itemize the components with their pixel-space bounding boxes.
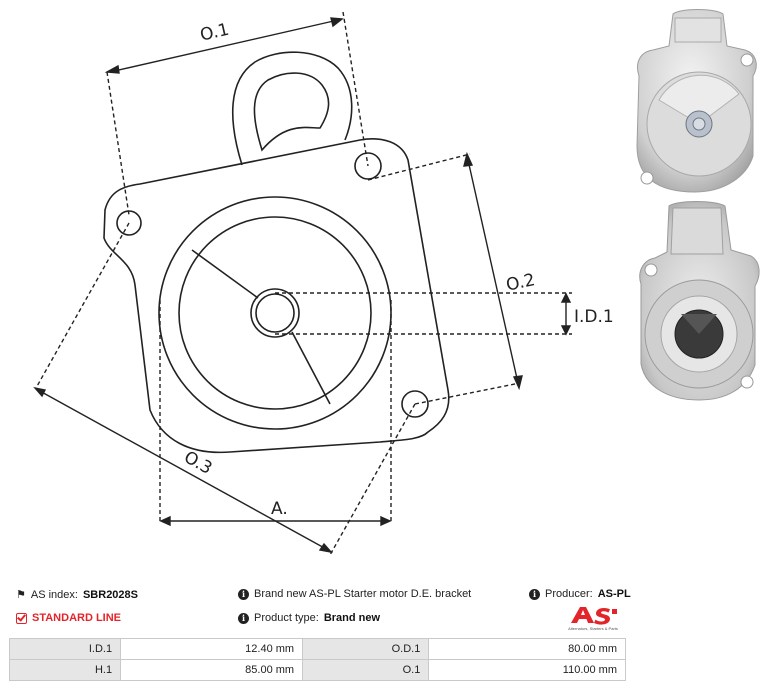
info-icon: i — [529, 588, 540, 600]
bore-outer — [250, 288, 300, 338]
as-index-label: AS index: — [30, 588, 78, 601]
spec-value: 80.00 mm — [428, 638, 626, 660]
product-type-value: Brand new — [323, 612, 381, 624]
info-icon: i — [238, 612, 249, 624]
starter-bracket-front-photo — [636, 9, 757, 193]
label-o2: O.2 — [504, 270, 536, 296]
label-id1: I.D.1 — [574, 307, 614, 327]
spec-label: H.1 — [8, 659, 122, 681]
tags-icon: ⚑ — [16, 589, 26, 601]
spec-value: 12.40 mm — [120, 638, 304, 660]
info-icon: i — [238, 588, 249, 600]
spec-label: I.D.1 — [8, 638, 122, 660]
check-square-icon — [16, 612, 27, 624]
label-a: A. — [271, 499, 288, 519]
outer-ring — [158, 196, 392, 430]
as-pl-logo: Alternators, Starters & Parts — [568, 607, 618, 631]
inner-ring — [178, 216, 372, 410]
bracket-technical-drawing: O.1 O.2 O.3 I.D.1 A. — [33, 11, 614, 556]
svg-text:Alternators, Starters & Parts: Alternators, Starters & Parts — [568, 626, 618, 631]
producer: i Producer: AS-PL — [529, 588, 631, 600]
flange-outline — [103, 138, 450, 454]
top-lug-outline — [232, 51, 353, 166]
bore-inner — [255, 293, 295, 333]
starter-bracket-back-photo — [639, 201, 760, 401]
spec-value: 85.00 mm — [120, 659, 304, 681]
as-index: ⚑ AS index: SBR2028S — [16, 588, 139, 602]
top-lug-inner — [253, 72, 330, 152]
bolt-hole-bottom — [401, 390, 429, 418]
spec-label: O.D.1 — [302, 638, 430, 660]
producer-label: Producer: — [545, 588, 593, 600]
bolt-hole-top — [354, 152, 382, 180]
description-text: Brand new AS-PL Starter motor D.E. brack… — [254, 588, 472, 600]
product-type: i Product type: Brand new — [238, 612, 380, 624]
standard-line-text: STANDARD LINE — [32, 612, 122, 624]
sector-cutout — [191, 249, 331, 405]
producer-value: AS-PL — [597, 588, 631, 600]
as-index-value: SBR2028S — [82, 588, 139, 601]
product-type-label: Product type: — [254, 612, 319, 624]
standard-line-badge: STANDARD LINE — [16, 612, 121, 624]
spec-value: 110.00 mm — [428, 659, 626, 681]
spec-label: O.1 — [302, 659, 430, 681]
label-o1: O.1 — [198, 20, 231, 46]
product-description: i Brand new AS-PL Starter motor D.E. bra… — [238, 588, 471, 600]
